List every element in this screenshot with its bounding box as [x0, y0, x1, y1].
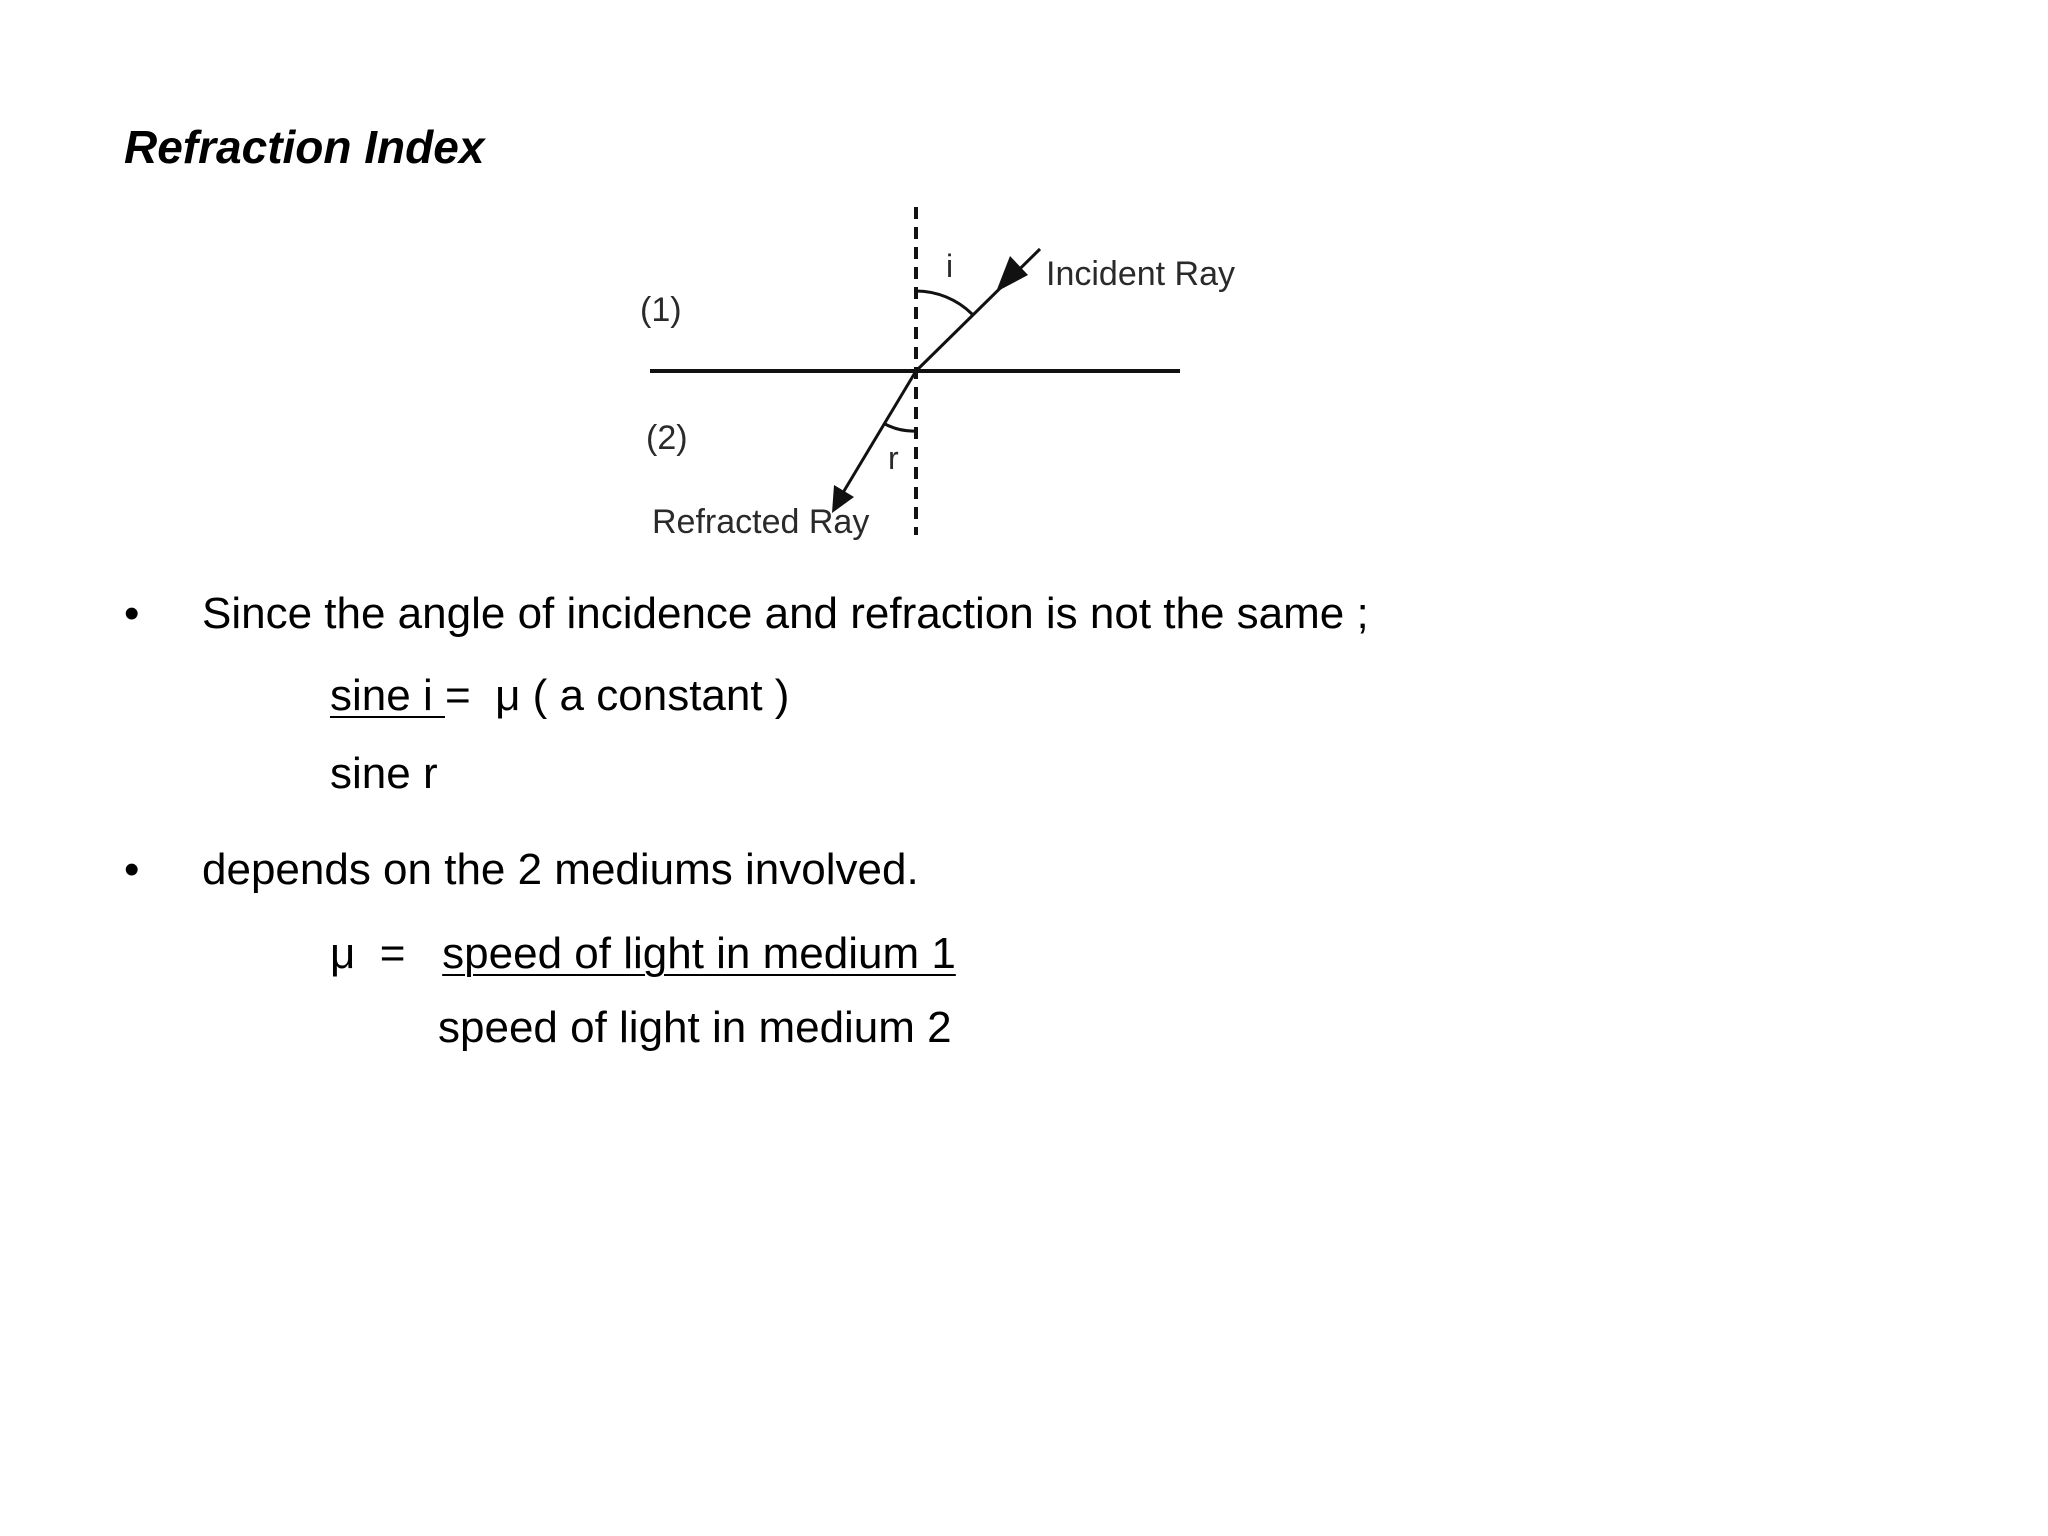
bullet-text: depends on the 2 mediums involved.: [202, 845, 919, 894]
angle-i-label: i: [946, 248, 953, 284]
equation-2-numerator: speed of light in medium 1: [442, 929, 956, 978]
refraction-diagram: (1) (2) i r Incident Ray Refracted Ray: [640, 207, 1235, 541]
angle-r-arc: [884, 422, 917, 433]
bullet-text: Since the angle of incidence and refract…: [202, 589, 1369, 638]
angle-r-label: r: [888, 440, 899, 476]
equation-1-numerator: sine i: [330, 671, 445, 720]
medium-2-label: (2): [646, 419, 688, 457]
incident-ray: [914, 247, 1042, 373]
equation-2-denominator: speed of light in medium 2: [438, 1003, 952, 1052]
equation-2-top: μ = speed of light in medium 1: [330, 926, 956, 982]
incident-arrowhead: [996, 256, 1028, 292]
equation-1-top: sine i = μ ( a constant ): [330, 668, 789, 724]
equation-1-denominator: sine r: [330, 749, 438, 798]
refracted-arrowhead: [832, 485, 854, 513]
incident-ray-label: Incident Ray: [1046, 255, 1235, 293]
equation-2-lhs: μ =: [330, 929, 443, 978]
bullet-marker: •: [124, 589, 140, 638]
equation-1-rhs: = μ ( a constant ): [444, 671, 790, 720]
bullet-marker: •: [124, 845, 140, 894]
angle-i-arc: [915, 289, 974, 316]
refracted-ray: [836, 370, 918, 502]
medium-1-label: (1): [640, 291, 682, 329]
refracted-ray-label: Refracted Ray: [652, 503, 869, 541]
slide-title: Refraction Index: [124, 121, 485, 173]
